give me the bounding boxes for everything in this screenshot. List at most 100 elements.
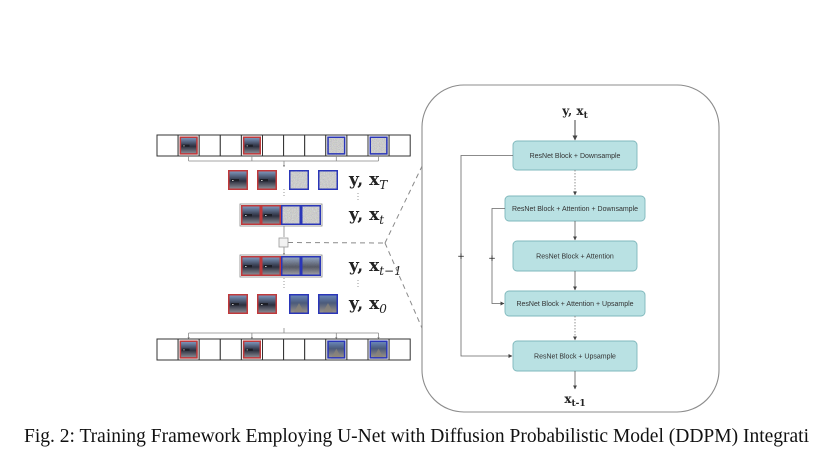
skip-add-inner: +: [488, 254, 496, 264]
stage-row-xT: y, xT: [228, 170, 388, 192]
block-label: ResNet Block + Attention + Upsample: [516, 301, 633, 308]
target-frame: [327, 136, 346, 155]
zoom-line-upper: [384, 159, 426, 244]
condition-frame: [179, 340, 198, 359]
skip-connection-outer: [460, 155, 513, 358]
sequence-cell: [262, 134, 285, 157]
clean-frame-thumbnail: [327, 340, 346, 359]
output-sequence-strip: [156, 338, 411, 361]
input-sequence-strip: [156, 134, 411, 157]
condition-frame: [228, 294, 248, 314]
condition-frame-thumbnail: [241, 256, 261, 276]
unet-block-1: ResNet Block + Downsample: [512, 140, 638, 171]
skip-connection-inner: [491, 208, 505, 306]
noisy-frame-thumbnail: [327, 136, 346, 155]
target-frame: [318, 170, 338, 190]
sequence-cell: [346, 338, 369, 361]
condition-frame-thumbnail: [261, 205, 281, 225]
target-frame: [318, 294, 338, 314]
target-frame: [369, 136, 388, 155]
condition-frame-thumbnail: [257, 294, 277, 314]
condition-frame: [241, 205, 261, 225]
target-frame: [281, 256, 301, 276]
stage-label: y, xT: [348, 170, 388, 192]
sequence-cell: [156, 134, 179, 157]
condition-frame: [241, 256, 261, 276]
denoising-stages: y, xT y, xt y, xt−1 y, x0: [228, 170, 402, 316]
stage-row-x0: y, x0: [228, 294, 387, 316]
unet-block-2: ResNet Block + Attention + Downsample: [504, 195, 646, 222]
condition-frame: [257, 170, 277, 190]
sequence-cell: [304, 134, 327, 157]
sequence-cell: [262, 338, 285, 361]
target-frame: [301, 256, 321, 276]
zoom-line-horizontal: [287, 242, 386, 244]
stage-label: y, x0: [348, 294, 387, 316]
block-label: ResNet Block + Downsample: [530, 153, 621, 160]
stage-frame-thumbnail: [318, 170, 338, 190]
condition-frame-thumbnail: [179, 340, 198, 359]
sequence-cell: [388, 338, 411, 361]
skip-add-outer: +: [457, 252, 465, 262]
unet-input-label: y, xt: [561, 104, 588, 121]
stage-group-border: [239, 203, 323, 227]
stage-label: y, xt: [348, 205, 384, 227]
target-frame: [327, 340, 346, 359]
condition-frame: [228, 170, 248, 190]
stage-frame-thumbnail: [289, 170, 309, 190]
condition-frame-thumbnail: [242, 340, 261, 359]
stage-frame-thumbnail: [281, 256, 301, 276]
target-frame: [281, 205, 301, 225]
condition-frame-thumbnail: [179, 136, 198, 155]
zoom-callout-lines: [278, 159, 426, 336]
condition-frame: [261, 205, 281, 225]
target-frame: [289, 170, 309, 190]
block-label: ResNet Block + Upsample: [534, 354, 616, 361]
condition-frame: [261, 256, 281, 276]
sequence-cell: [388, 134, 411, 157]
unet-step-marker: [278, 237, 289, 248]
condition-frame-thumbnail: [228, 294, 248, 314]
gather-connector: [188, 156, 379, 168]
unet-block-3: ResNet Block + Attention: [512, 240, 638, 272]
sequence-cell: [283, 338, 306, 361]
unet-block-5: ResNet Block + Upsample: [512, 340, 638, 372]
stage-frame-thumbnail: [289, 294, 309, 314]
diffusion-sequence-panel: y, xT y, xt y, xt−1 y, x0: [156, 134, 411, 361]
condition-frame: [179, 136, 198, 155]
condition-frame-thumbnail: [228, 170, 248, 190]
target-frame: [289, 294, 309, 314]
condition-frame-thumbnail: [241, 205, 261, 225]
clean-frame-thumbnail: [369, 340, 388, 359]
scatter-connector: [187, 328, 380, 340]
stage-row-xt: y, xt: [239, 203, 384, 227]
stage-row-xt-1: y, xt−1: [239, 254, 402, 278]
condition-frame-thumbnail: [261, 256, 281, 276]
condition-frame-thumbnail: [257, 170, 277, 190]
stage-frame-thumbnail: [301, 205, 321, 225]
stage-label: y, xt−1: [348, 256, 402, 278]
condition-frame: [242, 136, 261, 155]
figure-caption: Fig. 2: Training Framework Employing U-N…: [24, 426, 810, 447]
block-label: ResNet Block + Attention + Downsample: [512, 206, 638, 213]
sequence-cell: [346, 134, 369, 157]
target-frame: [301, 205, 321, 225]
stage-frame-thumbnail: [318, 294, 338, 314]
sequence-cell: [156, 338, 179, 361]
unet-block-4: ResNet Block + Attention + Upsample: [504, 290, 646, 317]
sequence-cell: [198, 134, 221, 157]
stage-frame-thumbnail: [301, 256, 321, 276]
sequence-cell: [283, 134, 306, 157]
block-label: ResNet Block + Attention: [536, 254, 614, 261]
zoom-line-lower: [384, 242, 426, 336]
noisy-frame-thumbnail: [369, 136, 388, 155]
condition-frame: [257, 294, 277, 314]
unet-output-label: xt-1: [564, 392, 585, 409]
condition-frame: [242, 340, 261, 359]
sequence-cell: [304, 338, 327, 361]
sequence-cell: [198, 338, 221, 361]
stage-frame-thumbnail: [281, 205, 301, 225]
condition-frame-thumbnail: [242, 136, 261, 155]
